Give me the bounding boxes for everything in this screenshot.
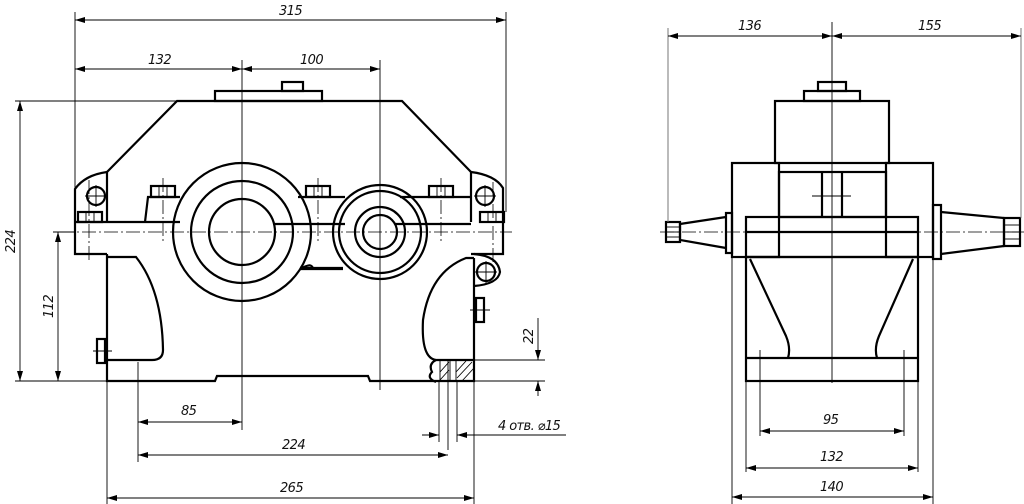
inspection-cover [213, 89, 324, 103]
dim-base-length: 265 [280, 481, 303, 496]
dim-shaft-to-hole: 85 [181, 404, 197, 419]
side-left-rib [749, 258, 791, 359]
break-line [428, 359, 437, 384]
housing-body [105, 254, 476, 383]
dim-side-hole-spacing: 132 [820, 450, 843, 465]
right-lug [469, 170, 505, 222]
dim-inner-hole-spacing: 95 [823, 413, 839, 428]
dim-overall-height: 224 [4, 230, 19, 253]
dim-right-shaft-extent: 155 [918, 19, 941, 34]
dim-base-thickness: 22 [522, 328, 537, 344]
side-left-boss [730, 161, 781, 259]
left-shaft-collar [724, 211, 734, 255]
dim-center-distance: 100 [300, 53, 323, 68]
dim-hole-spacing: 224 [282, 438, 305, 453]
side-view: 136 155 95 132 140 [660, 19, 1024, 504]
bolt-head-right [478, 210, 506, 224]
dim-input-shaft-offset: 132 [148, 53, 171, 68]
dim-overall-width: 315 [279, 4, 302, 19]
dim-hole-note: 4 отв. ⌀15 [498, 419, 561, 434]
right-shaft-taper [940, 210, 1006, 256]
front-view: 315 132 100 224 112 22 4 отв. ⌀15 85 2 [4, 4, 566, 504]
dim-base-width: 140 [820, 480, 843, 495]
vent-plug [280, 80, 305, 93]
drain-lug [473, 252, 502, 288]
bolt-head-left [76, 210, 104, 224]
left-shaft-taper [678, 215, 727, 250]
right-rib [421, 256, 474, 362]
dim-shaft-axis-height: 112 [42, 295, 57, 318]
side-right-rib [874, 258, 915, 359]
housing-cover [106, 99, 472, 173]
dim-left-shaft-extent: 136 [738, 19, 761, 34]
side-right-boss [884, 161, 935, 259]
side-mid-block [777, 170, 888, 219]
left-rib [106, 255, 165, 362]
